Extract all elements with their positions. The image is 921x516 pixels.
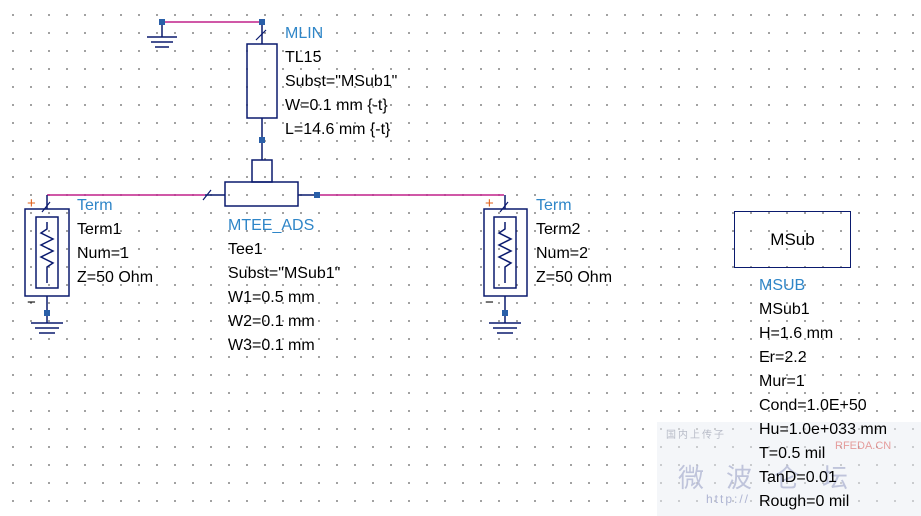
term2-param-z: Z=50 Ohm [536,269,613,286]
watermark-site: RFEDA.CN [835,440,892,452]
term1-label-block: Term Term1 Num=1 Z=50 Ohm [77,194,153,290]
msub-param-tand: TanD=0.01 [759,469,837,486]
mtee-tee1[interactable] [202,159,320,207]
msub-param-mur: Mur=1 [759,373,805,390]
mlin-label-block: MLIN TL15 Subst="MSub1" W=0.1 mm {-t} L=… [285,22,397,142]
term1-symbol[interactable] [24,195,70,334]
tee-param-w2: W2=0.1 mm [228,313,315,330]
watermark-banner [657,422,921,516]
term2-param-num: Num=2 [536,245,589,262]
msub-param-cond: Cond=1.0E+50 [759,397,867,414]
msub-param-h: H=1.6 mm [759,325,834,342]
term2-symbol[interactable] [483,195,528,334]
msub-param-er: Er=2.2 [759,349,807,366]
watermark-line1: 国内上传子 [666,430,726,441]
term2-name-label: Term2 [536,221,581,238]
mlin-tl15[interactable] [246,19,278,160]
tee-param-w1: W1=0.5 mm [228,289,315,306]
term1-param-num: Num=1 [77,245,130,262]
watermark-url: http:// [706,492,751,506]
tee-name-label: Tee1 [228,241,263,258]
term1-minus-sign: − [27,294,36,311]
mlin-name-label: TL15 [285,49,322,66]
mlin-param-length: L=14.6 mm {-t} [285,121,391,138]
wires [47,21,504,196]
msub-component-box[interactable]: MSub [734,211,851,268]
term1-type-label: Term [77,197,113,214]
tee-label-block: MTEE_ADS Tee1 Subst="MSub1" W1=0.5 mm W2… [228,214,340,358]
msub-type-label: MSUB [759,277,806,294]
term1-plus-sign: + [27,195,36,212]
tee-param-subst: Subst="MSub1" [228,265,341,282]
msub-name-label: MSub1 [759,301,810,318]
term1-param-z: Z=50 Ohm [77,269,154,286]
ground-symbol-top[interactable] [147,19,177,48]
msub-box-label: MSub [770,229,815,249]
term2-plus-sign: + [485,195,494,212]
mlin-param-subst: Subst="MSub1" [285,73,398,90]
mlin-type-label: MLIN [285,25,324,42]
tee-type-label: MTEE_ADS [228,217,315,234]
term1-name-label: Term1 [77,221,122,238]
mlin-param-width: W=0.1 mm {-t} [285,97,388,114]
tee-param-w3: W3=0.1 mm [228,337,315,354]
term2-type-label: Term [536,197,572,214]
term2-label-block: Term Term2 Num=2 Z=50 Ohm [536,194,612,290]
msub-param-t: T=0.5 mil [759,445,826,462]
msub-param-rough: Rough=0 mil [759,493,850,510]
msub-param-hu: Hu=1.0e+033 mm [759,421,888,438]
watermark-title: 微波仑坛 [678,464,871,494]
msub-label-block: MSUB MSub1 H=1.6 mm Er=2.2 Mur=1 Cond=1.… [759,274,887,514]
term2-minus-sign: − [485,294,494,311]
